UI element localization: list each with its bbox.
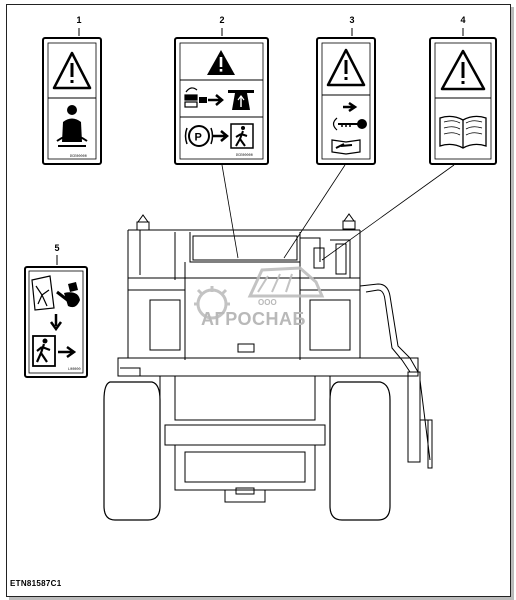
watermark-logo (194, 266, 325, 320)
left-tire (103, 381, 161, 521)
hydraulic-lever-icon (184, 87, 207, 108)
exit-door-icon (230, 123, 254, 149)
callout-label-5: 5 (54, 243, 60, 253)
warning-triangle-icon (207, 50, 235, 75)
callout-label-1: 1 (76, 15, 82, 25)
callout-label-2: 2 (219, 15, 225, 25)
decal-1-code: DCE00000 (70, 155, 87, 159)
warning-triangle-icon (326, 48, 366, 87)
arrow-right-icon (213, 130, 229, 142)
decal-2: P (174, 37, 269, 165)
open-book-icon (439, 115, 487, 149)
right-tire (329, 381, 391, 521)
figure-id: ETN81587C1 (10, 579, 62, 588)
machine-raise-icon (228, 90, 254, 110)
emergency-exit-icon (32, 335, 77, 367)
operator-seat-icon (56, 105, 88, 147)
key-icon (332, 117, 367, 131)
left-beacon (137, 214, 149, 223)
arrow-right-icon (208, 94, 224, 106)
machine-body (103, 213, 433, 521)
warning-triangle-icon (52, 51, 92, 90)
leader-line-3 (283, 164, 346, 259)
arrow-right-icon (343, 101, 358, 113)
watermark-prefix: ООО (258, 298, 277, 307)
down-arrow-icon (49, 314, 63, 332)
broken-glass-icon (31, 275, 55, 311)
callout-label-3: 3 (349, 15, 355, 25)
decal-4 (429, 37, 497, 165)
hammer-icon (56, 282, 80, 308)
decal-2-code: DCE00000 (236, 154, 253, 158)
leader-line-2 (221, 164, 239, 259)
decal-1 (42, 37, 102, 165)
warning-triangle-icon (440, 49, 486, 91)
leader-line-4 (321, 164, 455, 261)
service-manual-icon (331, 139, 361, 155)
right-beacon (343, 213, 355, 222)
svg-text:P: P (195, 132, 202, 144)
watermark-brand: АГРОСНАБ (201, 309, 306, 329)
parking-brake-icon: P (184, 125, 214, 147)
decal-3 (316, 37, 376, 165)
decal-5-code: L00000 (68, 368, 81, 372)
callout-label-4: 4 (460, 15, 466, 25)
decal-5 (24, 266, 88, 378)
